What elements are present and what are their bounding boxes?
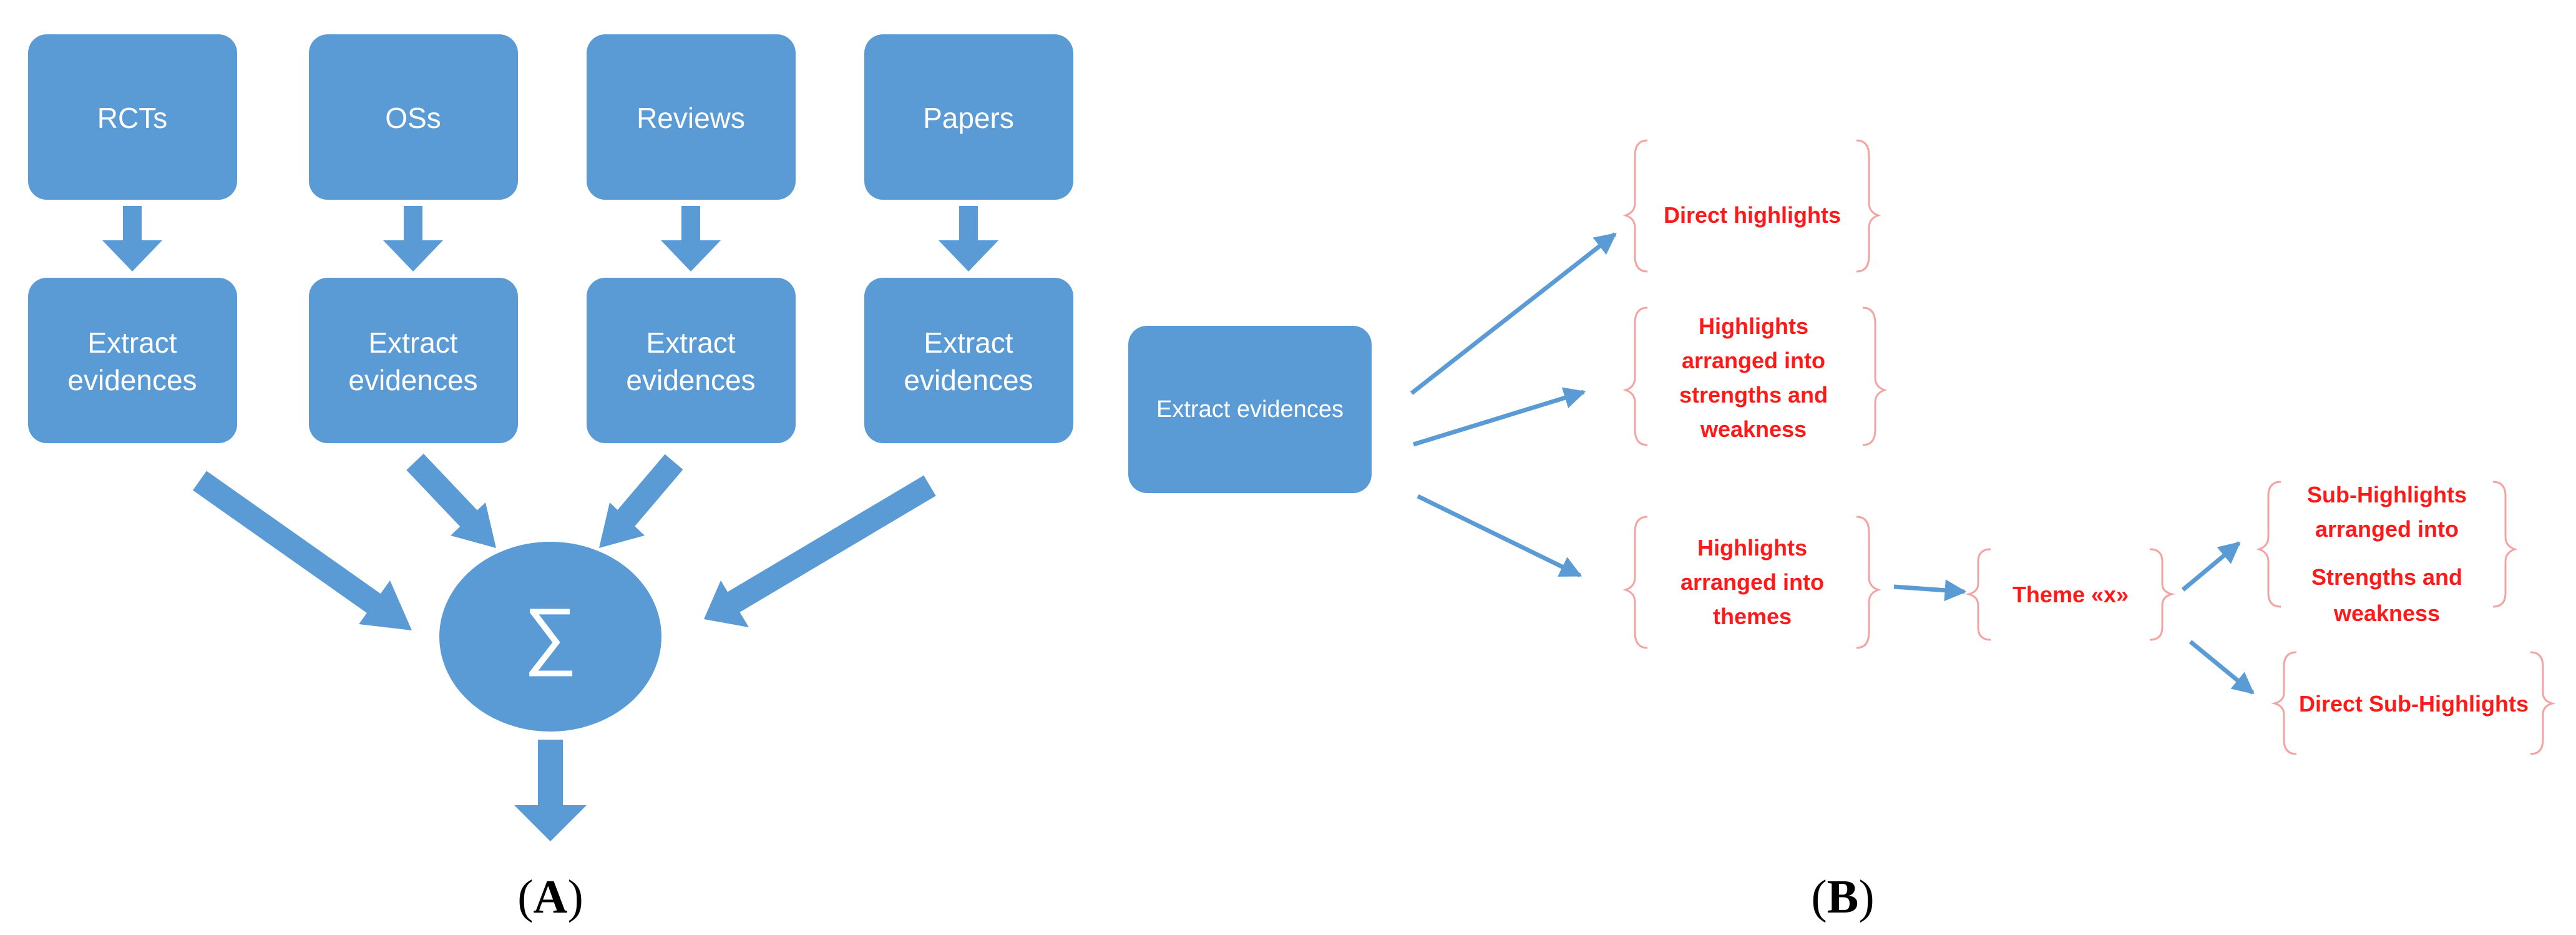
brace-sub-direct-right bbox=[2530, 651, 2556, 755]
arrow-root-to-strengths bbox=[1412, 387, 1586, 447]
extract-label-3-line1: Extract bbox=[646, 326, 735, 359]
hl-strengths-line1: Highlights bbox=[1699, 313, 1808, 339]
brace-sub-strengths-left bbox=[2256, 481, 2281, 608]
converge-arrow-2 bbox=[406, 453, 483, 533]
panel-label-b: (B) bbox=[1811, 871, 1874, 923]
sum-node bbox=[439, 542, 661, 732]
extract-label-1-line1: Extract bbox=[87, 326, 177, 359]
source-label-reviews: Reviews bbox=[637, 102, 745, 134]
root-box-extract-evidences bbox=[1128, 326, 1372, 493]
extract-label-2-line2: evidences bbox=[348, 364, 477, 396]
extract-label-4-line2: evidences bbox=[904, 364, 1033, 396]
brace-strengths-left bbox=[1622, 306, 1648, 446]
arrow-root-to-themes bbox=[1417, 494, 1583, 578]
extract-label-3-line2: evidences bbox=[626, 364, 755, 396]
source-label-rcts: RCTs bbox=[97, 102, 167, 134]
extract-box-3 bbox=[587, 278, 796, 443]
hl-strengths-line2: arranged into bbox=[1682, 348, 1825, 373]
panel-label-a: (A) bbox=[517, 871, 583, 923]
converge-arrowhead-1 bbox=[359, 580, 412, 630]
brace-sub-direct-left bbox=[2271, 651, 2297, 755]
extract-label-2-line1: Extract bbox=[368, 326, 457, 359]
extract-box-1 bbox=[28, 278, 237, 443]
brace-theme-x-right bbox=[2149, 548, 2175, 641]
extract-label-4-line1: Extract bbox=[924, 326, 1013, 359]
arrow-theme-to-sub-direct bbox=[2188, 640, 2255, 695]
down-arrow-reviews bbox=[661, 206, 721, 272]
sub-strengths-line3: Strengths and bbox=[2311, 564, 2462, 590]
brace-themes-left bbox=[1622, 516, 1648, 649]
arrow-themes-to-theme-x bbox=[1893, 579, 1967, 602]
extract-box-2 bbox=[309, 278, 518, 443]
panel-a: RCTs OSs Reviews Papers Extract evidence… bbox=[28, 34, 1073, 923]
source-box-oss bbox=[309, 34, 518, 200]
hl-themes-line3: themes bbox=[1713, 604, 1792, 629]
panel-b: Extract evidences Direct highlights High… bbox=[1128, 139, 2556, 923]
brace-theme-x-left bbox=[1965, 548, 1991, 641]
hl-themes-line2: arranged into bbox=[1681, 569, 1824, 595]
arrow-theme-to-sub-strengths bbox=[2181, 541, 2241, 592]
hl-strengths-line4: weakness bbox=[1700, 416, 1807, 442]
source-label-oss: OSs bbox=[385, 102, 441, 134]
sub-direct-label: Direct Sub-Highlights bbox=[2299, 691, 2529, 717]
sub-strengths-line2: arranged into bbox=[2315, 516, 2459, 542]
converge-arrow-1 bbox=[193, 471, 391, 620]
brace-direct-right bbox=[1856, 139, 1881, 273]
converge-arrow-4 bbox=[727, 475, 936, 613]
sum-symbol: ∑ bbox=[524, 593, 577, 677]
hl-themes-line1: Highlights bbox=[1697, 535, 1807, 561]
source-box-rcts bbox=[28, 34, 237, 200]
theme-x-label: Theme «x» bbox=[2012, 582, 2129, 607]
extract-box-4 bbox=[864, 278, 1073, 443]
direct-highlights-label: Direct highlights bbox=[1664, 202, 1841, 228]
root-label: Extract evidences bbox=[1156, 396, 1344, 423]
down-arrow-oss bbox=[383, 206, 443, 272]
source-label-papers: Papers bbox=[923, 102, 1014, 134]
brace-sub-strengths-right bbox=[2492, 481, 2518, 608]
hl-strengths-line3: strengths and bbox=[1679, 382, 1828, 408]
brace-strengths-right bbox=[1862, 306, 1888, 446]
sub-strengths-line1: Sub-Highlights bbox=[2307, 482, 2467, 507]
converge-arrow-3 bbox=[612, 454, 683, 532]
converge-arrowhead-3 bbox=[599, 502, 645, 548]
extract-label-1-line2: evidences bbox=[67, 364, 197, 396]
arrow-root-to-direct bbox=[1410, 232, 1617, 395]
source-box-papers bbox=[864, 34, 1073, 200]
converge-arrowhead-2 bbox=[451, 502, 496, 548]
down-arrow-rcts bbox=[102, 206, 162, 272]
brace-direct-left bbox=[1622, 139, 1648, 273]
sub-strengths-line4: weakness bbox=[2333, 600, 2440, 626]
source-box-reviews bbox=[587, 34, 796, 200]
converge-arrowhead-4 bbox=[704, 580, 749, 627]
output-arrow bbox=[514, 740, 587, 841]
brace-themes-right bbox=[1856, 516, 1881, 649]
down-arrow-papers bbox=[939, 206, 998, 272]
